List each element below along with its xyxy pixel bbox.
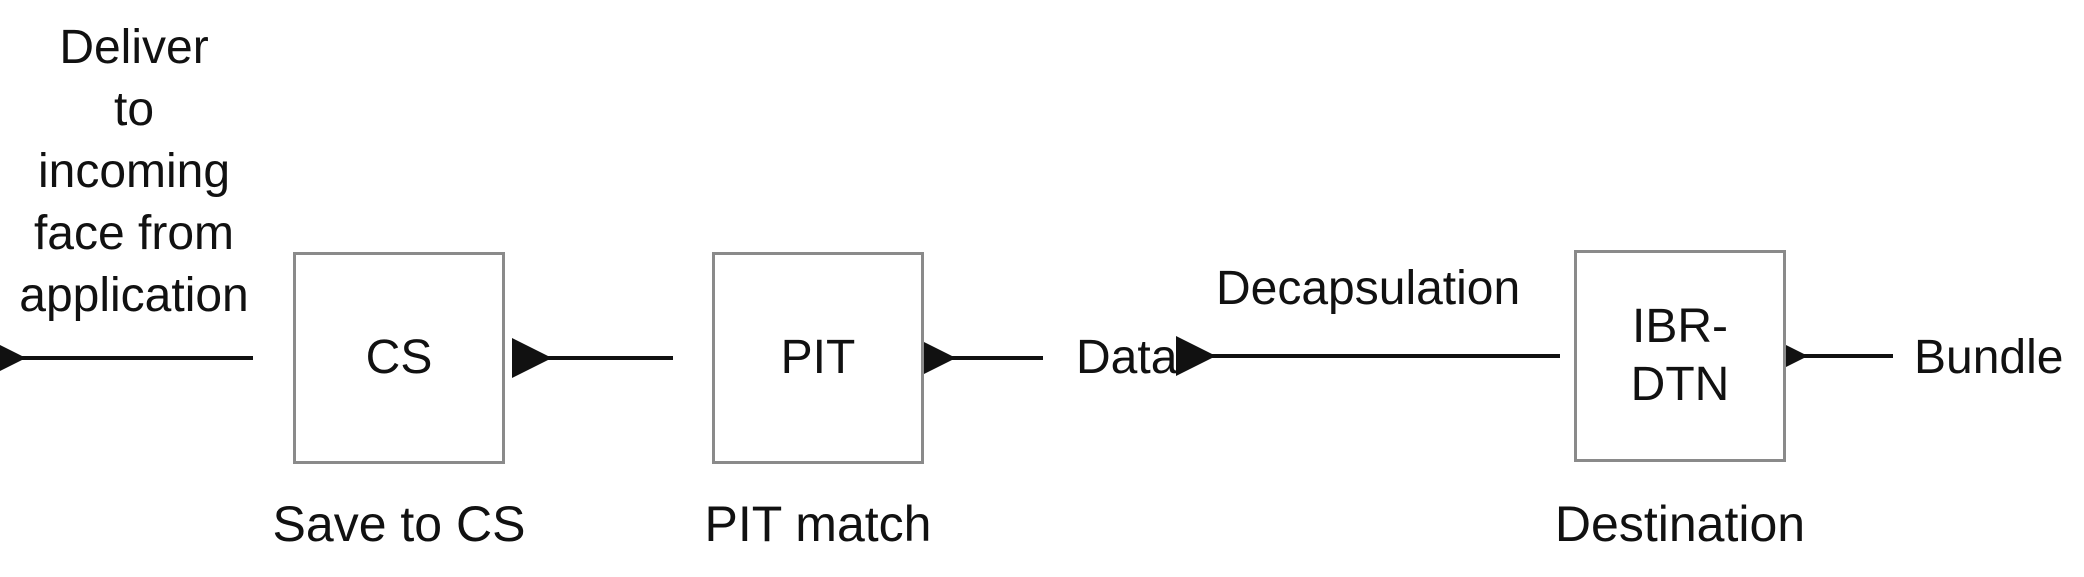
- cs-box: CS: [293, 252, 505, 464]
- pit-box: PIT: [712, 252, 924, 464]
- data-label: Data: [1076, 331, 1178, 384]
- ibr-dtn-caption: Destination: [1554, 496, 1806, 552]
- cs-box-label: CS: [365, 331, 433, 384]
- pit-caption: PIT match: [704, 496, 932, 552]
- ibr-dtn-box-label: IBR- DTN: [1630, 300, 1730, 411]
- pit-box-label: PIT: [780, 331, 856, 384]
- decapsulation-label: Decapsulation: [1216, 262, 1521, 315]
- deliver-label: Deliver to incoming face from applicatio…: [19, 21, 249, 322]
- bundle-label: Bundle: [1914, 331, 2064, 384]
- cs-caption: Save to CS: [272, 496, 526, 552]
- ibr-dtn-box: IBR- DTN: [1574, 250, 1786, 462]
